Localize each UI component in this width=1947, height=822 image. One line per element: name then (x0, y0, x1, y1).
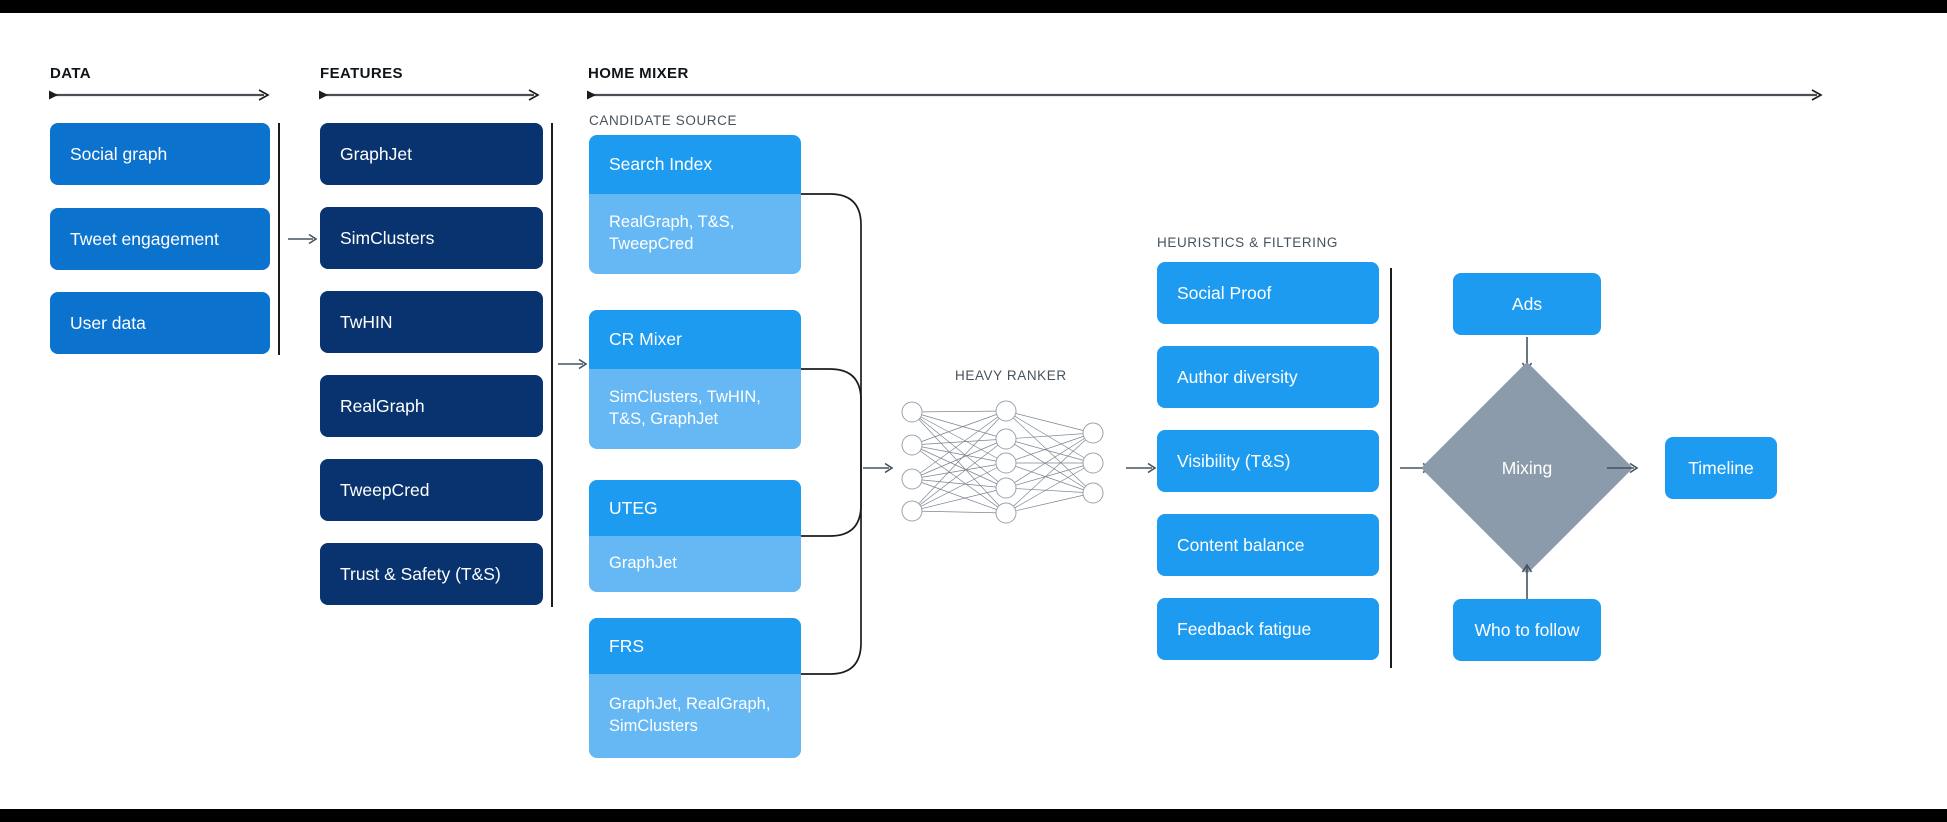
candidate-source-features: SimClusters, TwHIN, T&S, GraphJet (589, 369, 801, 449)
subheader-heuristics: HEURISTICS & FILTERING (1157, 235, 1338, 250)
feature-box-twhin[interactable]: TwHIN (320, 291, 543, 353)
output-box-ads[interactable]: Ads (1453, 273, 1601, 335)
arrow-candidate-source-to-heavy-ranker (863, 460, 897, 476)
mixing-diamond[interactable]: Mixing (1420, 361, 1634, 575)
heavy-ranker-neural-network (896, 393, 1116, 528)
feature-box-realgraph[interactable]: RealGraph (320, 375, 543, 437)
candidate-source-name: UTEG (589, 480, 801, 536)
candidate-source-card-frs[interactable]: FRS GraphJet, RealGraph, SimClusters (589, 618, 801, 758)
candidate-source-card-search-index[interactable]: Search Index RealGraph, T&S, TweepCred (589, 135, 801, 274)
mixing-label: Mixing (1501, 457, 1553, 478)
separator-heuristics-mixing (1390, 268, 1392, 668)
section-header-home-mixer: HOME MIXER (588, 65, 689, 82)
bottom-letterbox-bar (0, 809, 1947, 822)
section-rule-home-mixer (587, 89, 1827, 101)
separator-data-features (278, 123, 280, 355)
feature-box-tweepcred[interactable]: TweepCred (320, 459, 543, 521)
feature-box-simclusters[interactable]: SimClusters (320, 207, 543, 269)
candidate-source-name: Search Index (589, 135, 801, 194)
section-rule-data (49, 89, 274, 101)
arrow-mixing-to-timeline (1607, 460, 1643, 476)
data-box-user-data[interactable]: User data (50, 292, 270, 354)
subheader-candidate-source: CANDIDATE SOURCE (589, 113, 738, 128)
output-box-who-to-follow[interactable]: Who to follow (1453, 599, 1601, 661)
candidate-source-name: FRS (589, 618, 801, 674)
heuristic-box-social-proof[interactable]: Social Proof (1157, 262, 1379, 324)
section-header-features: FEATURES (320, 65, 403, 82)
diagram-body: DATA FEATURES HOME MIXER CA (0, 13, 1947, 809)
feature-box-graphjet[interactable]: GraphJet (320, 123, 543, 185)
candidate-source-features: RealGraph, T&S, TweepCred (589, 194, 801, 274)
candidate-source-features: GraphJet, RealGraph, SimClusters (589, 674, 801, 758)
candidate-source-name: CR Mixer (589, 310, 801, 369)
candidate-source-features: GraphJet (589, 536, 801, 592)
data-box-social-graph[interactable]: Social graph (50, 123, 270, 185)
separator-features-homemixer (551, 123, 553, 607)
arrow-who-to-follow-to-mixing (1519, 561, 1535, 599)
heuristic-box-visibility[interactable]: Visibility (T&S) (1157, 430, 1379, 492)
top-letterbox-bar (0, 0, 1947, 13)
heuristic-box-content-balance[interactable]: Content balance (1157, 514, 1379, 576)
arrow-heavy-ranker-to-heuristics (1126, 460, 1160, 476)
candidate-source-card-cr-mixer[interactable]: CR Mixer SimClusters, TwHIN, T&S, GraphJ… (589, 310, 801, 449)
arrow-data-to-features (288, 231, 320, 247)
section-header-data: DATA (50, 65, 92, 82)
arrow-features-to-candidate-source (558, 356, 590, 372)
label-heavy-ranker: HEAVY RANKER (955, 368, 1067, 383)
heuristic-box-feedback-fatigue[interactable]: Feedback fatigue (1157, 598, 1379, 660)
feature-box-trust-safety[interactable]: Trust & Safety (T&S) (320, 543, 543, 605)
section-rule-features (319, 89, 544, 101)
candidate-source-card-uteg[interactable]: UTEG GraphJet (589, 480, 801, 592)
output-box-timeline[interactable]: Timeline (1665, 437, 1777, 499)
heuristic-box-author-diversity[interactable]: Author diversity (1157, 346, 1379, 408)
data-box-tweet-engagement[interactable]: Tweet engagement (50, 208, 270, 270)
